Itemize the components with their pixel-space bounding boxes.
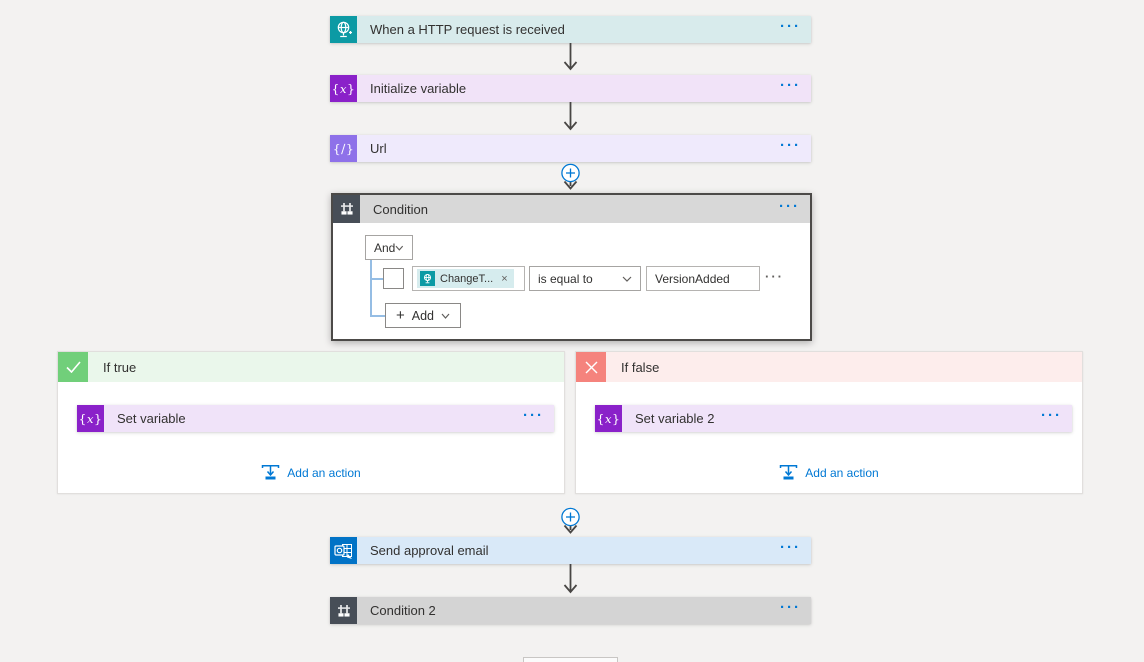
node-title: Set variable 2: [635, 411, 715, 426]
node-menu-button[interactable]: ···: [523, 407, 544, 424]
node-menu-button[interactable]: ···: [780, 77, 801, 94]
tree-connector: [370, 278, 383, 280]
group-operator-select[interactable]: And: [365, 235, 413, 260]
condition-icon: [333, 195, 360, 223]
tree-connector: [370, 315, 385, 317]
node-send-approval-email[interactable]: Send approval email ···: [330, 537, 811, 564]
node-title: Initialize variable: [370, 81, 467, 96]
node-trigger-http[interactable]: When a HTTP request is received ···: [330, 16, 811, 43]
comparison-operator-select[interactable]: is equal to: [529, 266, 641, 291]
x-icon: [576, 352, 606, 382]
condition-header[interactable]: Condition ···: [333, 195, 810, 223]
chevron-down-icon: [441, 313, 450, 319]
insert-step-plus-button[interactable]: [557, 506, 584, 537]
if-false-header[interactable]: If false: [576, 352, 1082, 382]
node-title: When a HTTP request is received: [370, 22, 565, 37]
condition-body: And: [333, 223, 810, 338]
node-menu-button[interactable]: ···: [780, 539, 801, 556]
condition-row-checkbox[interactable]: [383, 268, 404, 289]
condition-left-operand-field[interactable]: ChangeT... ×: [412, 266, 525, 291]
compose-icon: {∕}: [330, 135, 357, 162]
node-condition-2[interactable]: Condition 2 ···: [330, 597, 811, 624]
node-initialize-variable[interactable]: {x} Initialize variable ···: [330, 75, 811, 102]
comparison-operator-value: is equal to: [538, 271, 593, 286]
node-condition: Condition ··· And: [331, 193, 812, 341]
check-icon: [58, 352, 88, 382]
token-remove-icon[interactable]: ×: [501, 272, 508, 285]
node-url[interactable]: {∕} Url ···: [330, 135, 811, 162]
branch-if-true: If true {x} Set variable ··· Add an acti…: [57, 351, 565, 494]
variable-icon: {x}: [77, 405, 104, 432]
node-set-variable[interactable]: {x} Set variable ···: [77, 405, 554, 432]
variable-icon: {x}: [330, 75, 357, 102]
add-action-icon: [262, 465, 280, 480]
new-step-button[interactable]: [523, 657, 618, 662]
add-condition-row-button[interactable]: + Add: [385, 303, 462, 328]
condition-value-input[interactable]: [646, 266, 760, 291]
node-menu-button[interactable]: ···: [779, 197, 800, 215]
chevron-down-icon: [622, 276, 632, 282]
if-true-header[interactable]: If true: [58, 352, 564, 382]
branch-title: If true: [103, 359, 137, 375]
token-chip[interactable]: ChangeT... ×: [417, 269, 514, 288]
connector-arrow: [563, 564, 578, 594]
connector-arrow: [563, 43, 578, 71]
node-title: Set variable: [117, 411, 186, 426]
add-action-icon: [780, 465, 798, 480]
node-title: Condition: [373, 201, 428, 217]
connector-arrow: [563, 102, 578, 131]
branch-if-false: If false {x} Set variable 2 ··· Add an a…: [575, 351, 1083, 494]
http-request-icon: [330, 16, 357, 43]
node-menu-button[interactable]: ···: [780, 599, 801, 616]
plus-icon: +: [396, 307, 405, 324]
add-button-label: Add: [411, 308, 435, 323]
add-action-label: Add an action: [805, 465, 879, 480]
add-an-action-button[interactable]: Add an action: [576, 464, 1082, 481]
variable-icon: {x}: [595, 405, 622, 432]
insert-step-plus-button[interactable]: [557, 162, 584, 193]
node-title: Condition 2: [370, 603, 436, 618]
condition-icon: [330, 597, 357, 624]
http-token-icon: [420, 271, 435, 286]
node-menu-button[interactable]: ···: [780, 18, 801, 35]
outlook-icon: [330, 537, 357, 564]
condition-row-menu-button[interactable]: ···: [765, 269, 784, 284]
node-title: Url: [370, 141, 387, 156]
add-action-label: Add an action: [287, 465, 361, 480]
node-menu-button[interactable]: ···: [780, 137, 801, 154]
node-set-variable-2[interactable]: {x} Set variable 2 ···: [595, 405, 1072, 432]
branch-title: If false: [621, 359, 660, 375]
add-an-action-button[interactable]: Add an action: [58, 464, 564, 481]
token-label: ChangeT...: [440, 272, 494, 285]
node-menu-button[interactable]: ···: [1041, 407, 1062, 424]
tree-connector: [370, 260, 372, 315]
chevron-down-icon: [395, 245, 404, 251]
node-title: Send approval email: [370, 543, 489, 558]
group-operator-value: And: [374, 240, 396, 255]
